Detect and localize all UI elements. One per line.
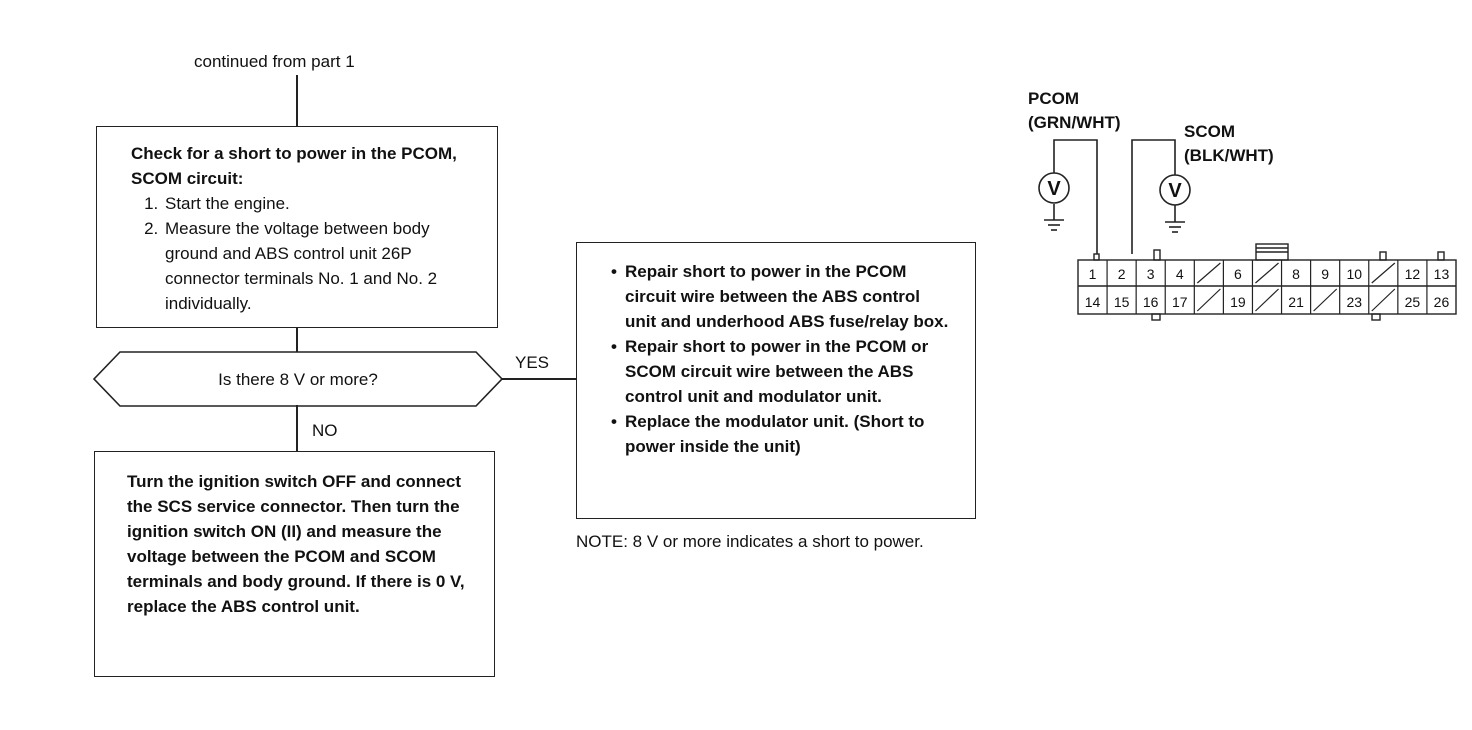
terminal-number: 26 xyxy=(1434,294,1450,310)
connector-wiring: V V xyxy=(1038,139,1191,254)
terminal-number: 25 xyxy=(1405,294,1421,310)
terminal-number: 10 xyxy=(1346,266,1362,282)
check-step-box: Check for a short to power in the PCOM, … xyxy=(96,126,498,328)
terminal-number: 6 xyxy=(1234,266,1242,282)
voltmeter-icon xyxy=(1038,172,1070,204)
connector-line xyxy=(296,328,298,352)
connector-line xyxy=(296,75,298,127)
terminal-number: 4 xyxy=(1176,266,1184,282)
repair-list: Repair short to power in the PCOM circui… xyxy=(611,259,953,459)
repair-item: Replace the modulator unit. (Short to po… xyxy=(611,409,953,459)
continued-label: continued from part 1 xyxy=(194,52,355,71)
voltmeter-icon xyxy=(1159,174,1191,206)
pcom-wire-color: (GRN/WHT) xyxy=(1028,113,1121,132)
empty-terminal-slash xyxy=(1371,262,1396,284)
no-result-box: Turn the ignition switch OFF and connect… xyxy=(94,451,495,677)
terminal-number: 1 xyxy=(1089,266,1097,282)
repair-item: Repair short to power in the PCOM circui… xyxy=(611,259,953,334)
scom-label: SCOM xyxy=(1184,122,1235,141)
check-step-heading: Check for a short to power in the PCOM, … xyxy=(131,144,457,188)
terminal-number: 9 xyxy=(1321,266,1329,282)
voltmeter-symbol: V xyxy=(1168,180,1182,202)
terminal-number: 2 xyxy=(1118,266,1126,282)
yes-label: YES xyxy=(515,353,550,372)
voltmeter-symbol: V xyxy=(1047,178,1061,200)
terminal-number: 15 xyxy=(1114,294,1130,310)
terminal-number: 17 xyxy=(1172,294,1188,310)
connector-line xyxy=(296,405,298,452)
empty-terminal-slash xyxy=(1196,262,1221,284)
empty-terminal-slash xyxy=(1371,288,1396,312)
decision-diamond xyxy=(92,351,504,407)
terminal-number: 8 xyxy=(1292,266,1300,282)
check-step-item: Start the engine. xyxy=(163,191,485,216)
terminal-number: 12 xyxy=(1405,266,1421,282)
terminal-number: 13 xyxy=(1434,266,1450,282)
empty-terminal-slash xyxy=(1196,288,1221,312)
terminal-number: 14 xyxy=(1085,294,1101,310)
no-result-text: Turn the ignition switch OFF and connect… xyxy=(127,472,465,616)
note-text: NOTE: 8 V or more indicates a short to p… xyxy=(576,532,924,551)
terminal-number: 23 xyxy=(1346,294,1362,310)
no-label: NO xyxy=(312,421,338,440)
terminal-number: 3 xyxy=(1147,266,1155,282)
yes-connector-line xyxy=(502,378,577,380)
yes-result-box: Repair short to power in the PCOM circui… xyxy=(576,242,976,519)
terminal-number: 21 xyxy=(1288,294,1304,310)
repair-item: Repair short to power in the PCOM or SCO… xyxy=(611,334,953,409)
check-step-item: Measure the voltage between body ground … xyxy=(163,216,485,316)
empty-terminal-slash xyxy=(1313,288,1338,312)
decision-question: Is there 8 V or more? xyxy=(218,370,378,389)
terminal-number: 16 xyxy=(1143,294,1159,310)
empty-terminal-slash xyxy=(1255,262,1279,284)
empty-terminal-slash xyxy=(1255,288,1279,312)
check-step-list: Start the engine. Measure the voltage be… xyxy=(131,191,485,316)
scom-wire-color: (BLK/WHT) xyxy=(1184,146,1274,165)
terminal-number: 19 xyxy=(1230,294,1246,310)
pcom-label: PCOM xyxy=(1028,89,1079,108)
